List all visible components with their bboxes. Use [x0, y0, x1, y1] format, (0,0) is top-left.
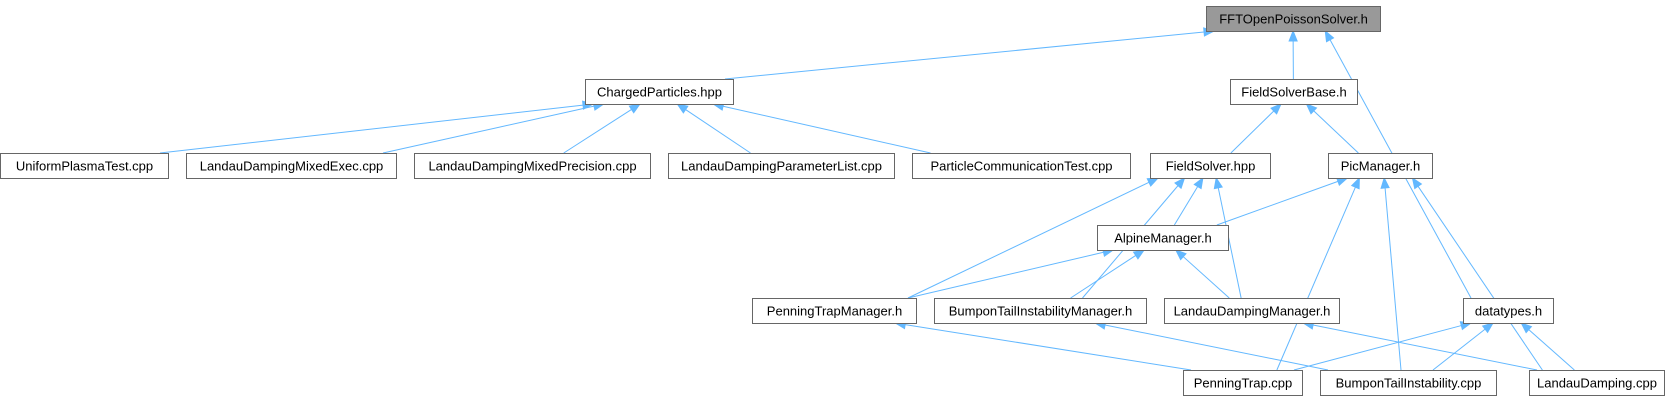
node-fft: FFTOpenPoissonSolver.h — [1206, 6, 1381, 32]
node-box — [912, 153, 1131, 179]
node-ldparam[interactable]: LandauDampingParameterList.cpp — [668, 153, 895, 179]
edge-ldmgr-to-alpine — [1174, 249, 1230, 299]
node-label: ParticleCommunicationTest.cpp — [930, 159, 1112, 174]
arrowhead — [1132, 249, 1146, 260]
node-picmgr[interactable]: PicManager.h — [1328, 153, 1433, 179]
arrowhead — [1288, 29, 1298, 42]
node-box — [1150, 153, 1271, 179]
node-ldmprec[interactable]: LandauDampingMixedPrecision.cpp — [414, 153, 651, 179]
arrowhead — [1481, 322, 1495, 334]
node-box — [1164, 298, 1340, 324]
edge-ldcpp-to-datatypes — [1520, 322, 1575, 371]
node-label: datatypes.h — [1475, 304, 1542, 319]
node-ldmexec[interactable]: LandauDampingMixedExec.cpp — [186, 153, 397, 179]
arrowhead — [1174, 249, 1187, 261]
node-label: LandauDampingMixedPrecision.cpp — [428, 159, 636, 174]
edge-picmgr-to-fsbase — [1305, 103, 1359, 154]
edge-ptcpp-to-ptmgr — [893, 319, 1192, 371]
edge-ldcpp-to-picmgr — [1411, 176, 1543, 371]
arrowhead — [628, 103, 642, 114]
node-label: LandauDampingManager.h — [1174, 304, 1331, 319]
node-box — [1097, 225, 1229, 251]
node-label: PicManager.h — [1341, 159, 1421, 174]
edge-ldcpp-to-ldmgr — [1301, 320, 1538, 371]
arrowhead — [1520, 322, 1533, 334]
node-uniform[interactable]: UniformPlasmaTest.cpp — [0, 153, 169, 179]
node-box — [1230, 79, 1358, 105]
edge-alpine-to-fieldsolver — [1173, 176, 1204, 226]
edge-btimgr-to-alpine — [1070, 249, 1146, 299]
node-alpine[interactable]: AlpineManager.h — [1097, 225, 1229, 251]
node-box — [1328, 153, 1433, 179]
node-label: BumponTailInstabilityManager.h — [949, 304, 1133, 319]
edge-bticpp-to-datatypes — [1432, 322, 1495, 371]
node-box — [752, 298, 917, 324]
node-ptcpp[interactable]: PenningTrap.cpp — [1183, 370, 1303, 396]
arrowhead — [1193, 176, 1204, 190]
node-btimgr[interactable]: BumponTailInstabilityManager.h — [934, 298, 1147, 324]
graph-nodes: FFTOpenPoissonSolver.hChargedParticles.h… — [0, 6, 1665, 396]
node-label: UniformPlasmaTest.cpp — [16, 159, 153, 174]
node-box — [1183, 370, 1303, 396]
edge-ptcpp-to-datatypes — [1293, 321, 1473, 371]
node-label: PenningTrapManager.h — [767, 304, 902, 319]
edge-uniform-to-charged — [159, 100, 595, 154]
edge-fieldsolver-to-fsbase — [1230, 103, 1282, 154]
node-charged[interactable]: ChargedParticles.hpp — [585, 79, 734, 105]
edge-pcomm-to-charged — [711, 101, 931, 154]
arrowhead — [1213, 176, 1223, 190]
node-label: FieldSolver.hpp — [1166, 159, 1256, 174]
node-datatypes[interactable]: datatypes.h — [1463, 298, 1554, 324]
arrowhead — [1146, 177, 1160, 187]
node-label: LandauDamping.cpp — [1537, 376, 1657, 391]
node-label: AlpineManager.h — [1114, 231, 1212, 246]
arrowhead — [1411, 176, 1423, 190]
node-box — [1463, 298, 1554, 324]
node-label: FieldSolverBase.h — [1241, 85, 1347, 100]
edge-alpine-to-picmgr — [1216, 177, 1349, 226]
node-label: LandauDampingMixedExec.cpp — [200, 159, 384, 174]
node-box — [1206, 6, 1381, 32]
node-bticpp[interactable]: BumponTailInstability.cpp — [1320, 370, 1497, 396]
node-pcomm[interactable]: ParticleCommunicationTest.cpp — [912, 153, 1131, 179]
edge-ptcpp-to-picmgr — [1276, 176, 1360, 371]
node-label: ChargedParticles.hpp — [597, 85, 722, 100]
edge-ldmgr-to-fieldsolver — [1213, 176, 1242, 299]
edge-bticpp-to-picmgr — [1380, 176, 1402, 371]
node-box — [585, 79, 734, 105]
node-box — [1529, 370, 1665, 396]
arrowhead — [1305, 103, 1318, 115]
node-label: PenningTrap.cpp — [1194, 376, 1293, 391]
arrowhead — [1350, 176, 1360, 190]
node-fsbase[interactable]: FieldSolverBase.h — [1230, 79, 1358, 105]
edge-fsbase-to-fft — [1288, 29, 1298, 80]
node-ldcpp[interactable]: LandauDamping.cpp — [1529, 370, 1665, 396]
edge-ldmexec-to-charged — [382, 101, 606, 154]
arrowhead — [1270, 103, 1282, 115]
node-box — [934, 298, 1147, 324]
node-box — [0, 153, 169, 179]
node-box — [1320, 370, 1497, 396]
node-label: BumponTailInstability.cpp — [1336, 376, 1482, 391]
edge-ldparam-to-charged — [676, 103, 751, 154]
node-box — [668, 153, 895, 179]
node-fieldsolver[interactable]: FieldSolver.hpp — [1150, 153, 1271, 179]
node-box — [186, 153, 397, 179]
arrowhead — [1324, 29, 1335, 43]
edge-ldmprec-to-charged — [563, 103, 642, 154]
node-ptmgr[interactable]: PenningTrapManager.h — [752, 298, 917, 324]
edge-bticpp-to-btimgr — [1093, 320, 1329, 371]
node-label: LandauDampingParameterList.cpp — [681, 159, 882, 174]
arrowhead — [1174, 176, 1186, 190]
edge-charged-to-fft — [724, 27, 1216, 80]
arrowhead — [676, 103, 689, 114]
node-ldmgr[interactable]: LandauDampingManager.h — [1164, 298, 1340, 324]
node-box — [414, 153, 651, 179]
arrowhead — [1380, 176, 1390, 189]
node-label: FFTOpenPoissonSolver.h — [1219, 12, 1368, 27]
